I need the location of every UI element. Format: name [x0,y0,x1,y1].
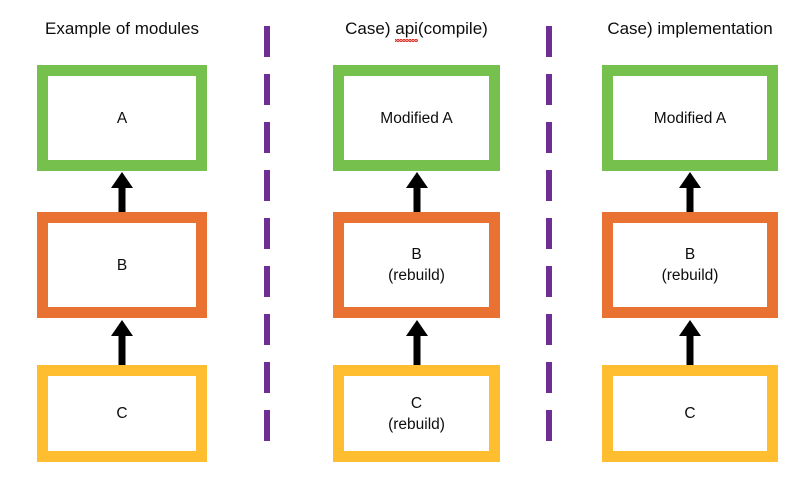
arrow-shaft [686,186,694,212]
node-label: Modified A [653,109,727,127]
divider-dash [546,314,552,345]
arrow-head-icon [406,172,428,188]
divider-dash [264,74,270,105]
divider-dash [546,26,552,57]
column-title-prefix: Case) [345,19,396,38]
arrow-head-icon [111,172,133,188]
arrow-b-to-a-col1 [111,172,133,212]
divider-dash [264,170,270,201]
divider-dash [264,122,270,153]
arrow-b-to-a-col2 [406,172,428,212]
node-box-c-col1[interactable]: C [37,365,207,462]
column-title-case-implementation: Case) implementation [602,18,778,40]
divider-dash [264,410,270,441]
arrow-head-icon [679,172,701,188]
column-title-case-api-compile: Case) api(compile) [333,18,500,42]
divider-dash [546,74,552,105]
spellcheck-underlined-word: api [395,19,418,42]
divider-dash [546,266,552,297]
divider-dash [264,314,270,345]
arrow-head-icon [406,320,428,336]
divider-dash [264,218,270,249]
node-label: Modified A [380,109,453,127]
arrow-c-to-b-col2 [406,320,428,365]
arrow-shaft [413,186,421,212]
divider-dash [546,410,552,441]
divider-dash [546,170,552,201]
column-title-suffix: (compile) [417,19,488,38]
arrow-head-icon [679,320,701,336]
arrow-c-to-b-col1 [111,320,133,365]
node-label: C (rebuild) [388,394,445,433]
arrow-shaft [686,334,694,365]
divider-dash [546,218,552,249]
arrow-b-to-a-col3 [679,172,701,212]
arrow-c-to-b-col3 [679,320,701,365]
node-label: B (rebuild) [661,246,719,284]
node-box-b-col1[interactable]: B [37,212,207,318]
node-label: B (rebuild) [388,246,445,284]
node-box-a-col3[interactable]: Modified A [602,65,778,171]
divider-dash [264,266,270,297]
arrow-shaft [118,334,126,365]
node-box-b-col3[interactable]: B (rebuild) [602,212,778,318]
node-box-c-col2[interactable]: C (rebuild) [333,365,500,462]
node-box-a-col1[interactable]: A [37,65,207,171]
node-box-b-col2[interactable]: B (rebuild) [333,212,500,318]
node-label: C [116,405,128,422]
divider-dash [264,362,270,393]
arrow-head-icon [111,320,133,336]
arrow-shaft [118,186,126,212]
divider-dash [264,26,270,57]
divider-dash [546,122,552,153]
node-label: A [116,109,128,127]
node-label: B [116,256,128,274]
node-box-a-col2[interactable]: Modified A [333,65,500,171]
arrow-shaft [413,334,421,365]
column-title-text: Example of modules [44,19,200,38]
divider-dash [546,362,552,393]
node-label: C [684,405,696,422]
column-title-text: Case) implementation [607,19,773,38]
column-title-example-of-modules: Example of modules [37,18,207,40]
node-box-c-col3[interactable]: C [602,365,778,462]
divider-dashed-2 [546,26,552,456]
divider-dashed-1 [264,26,270,456]
